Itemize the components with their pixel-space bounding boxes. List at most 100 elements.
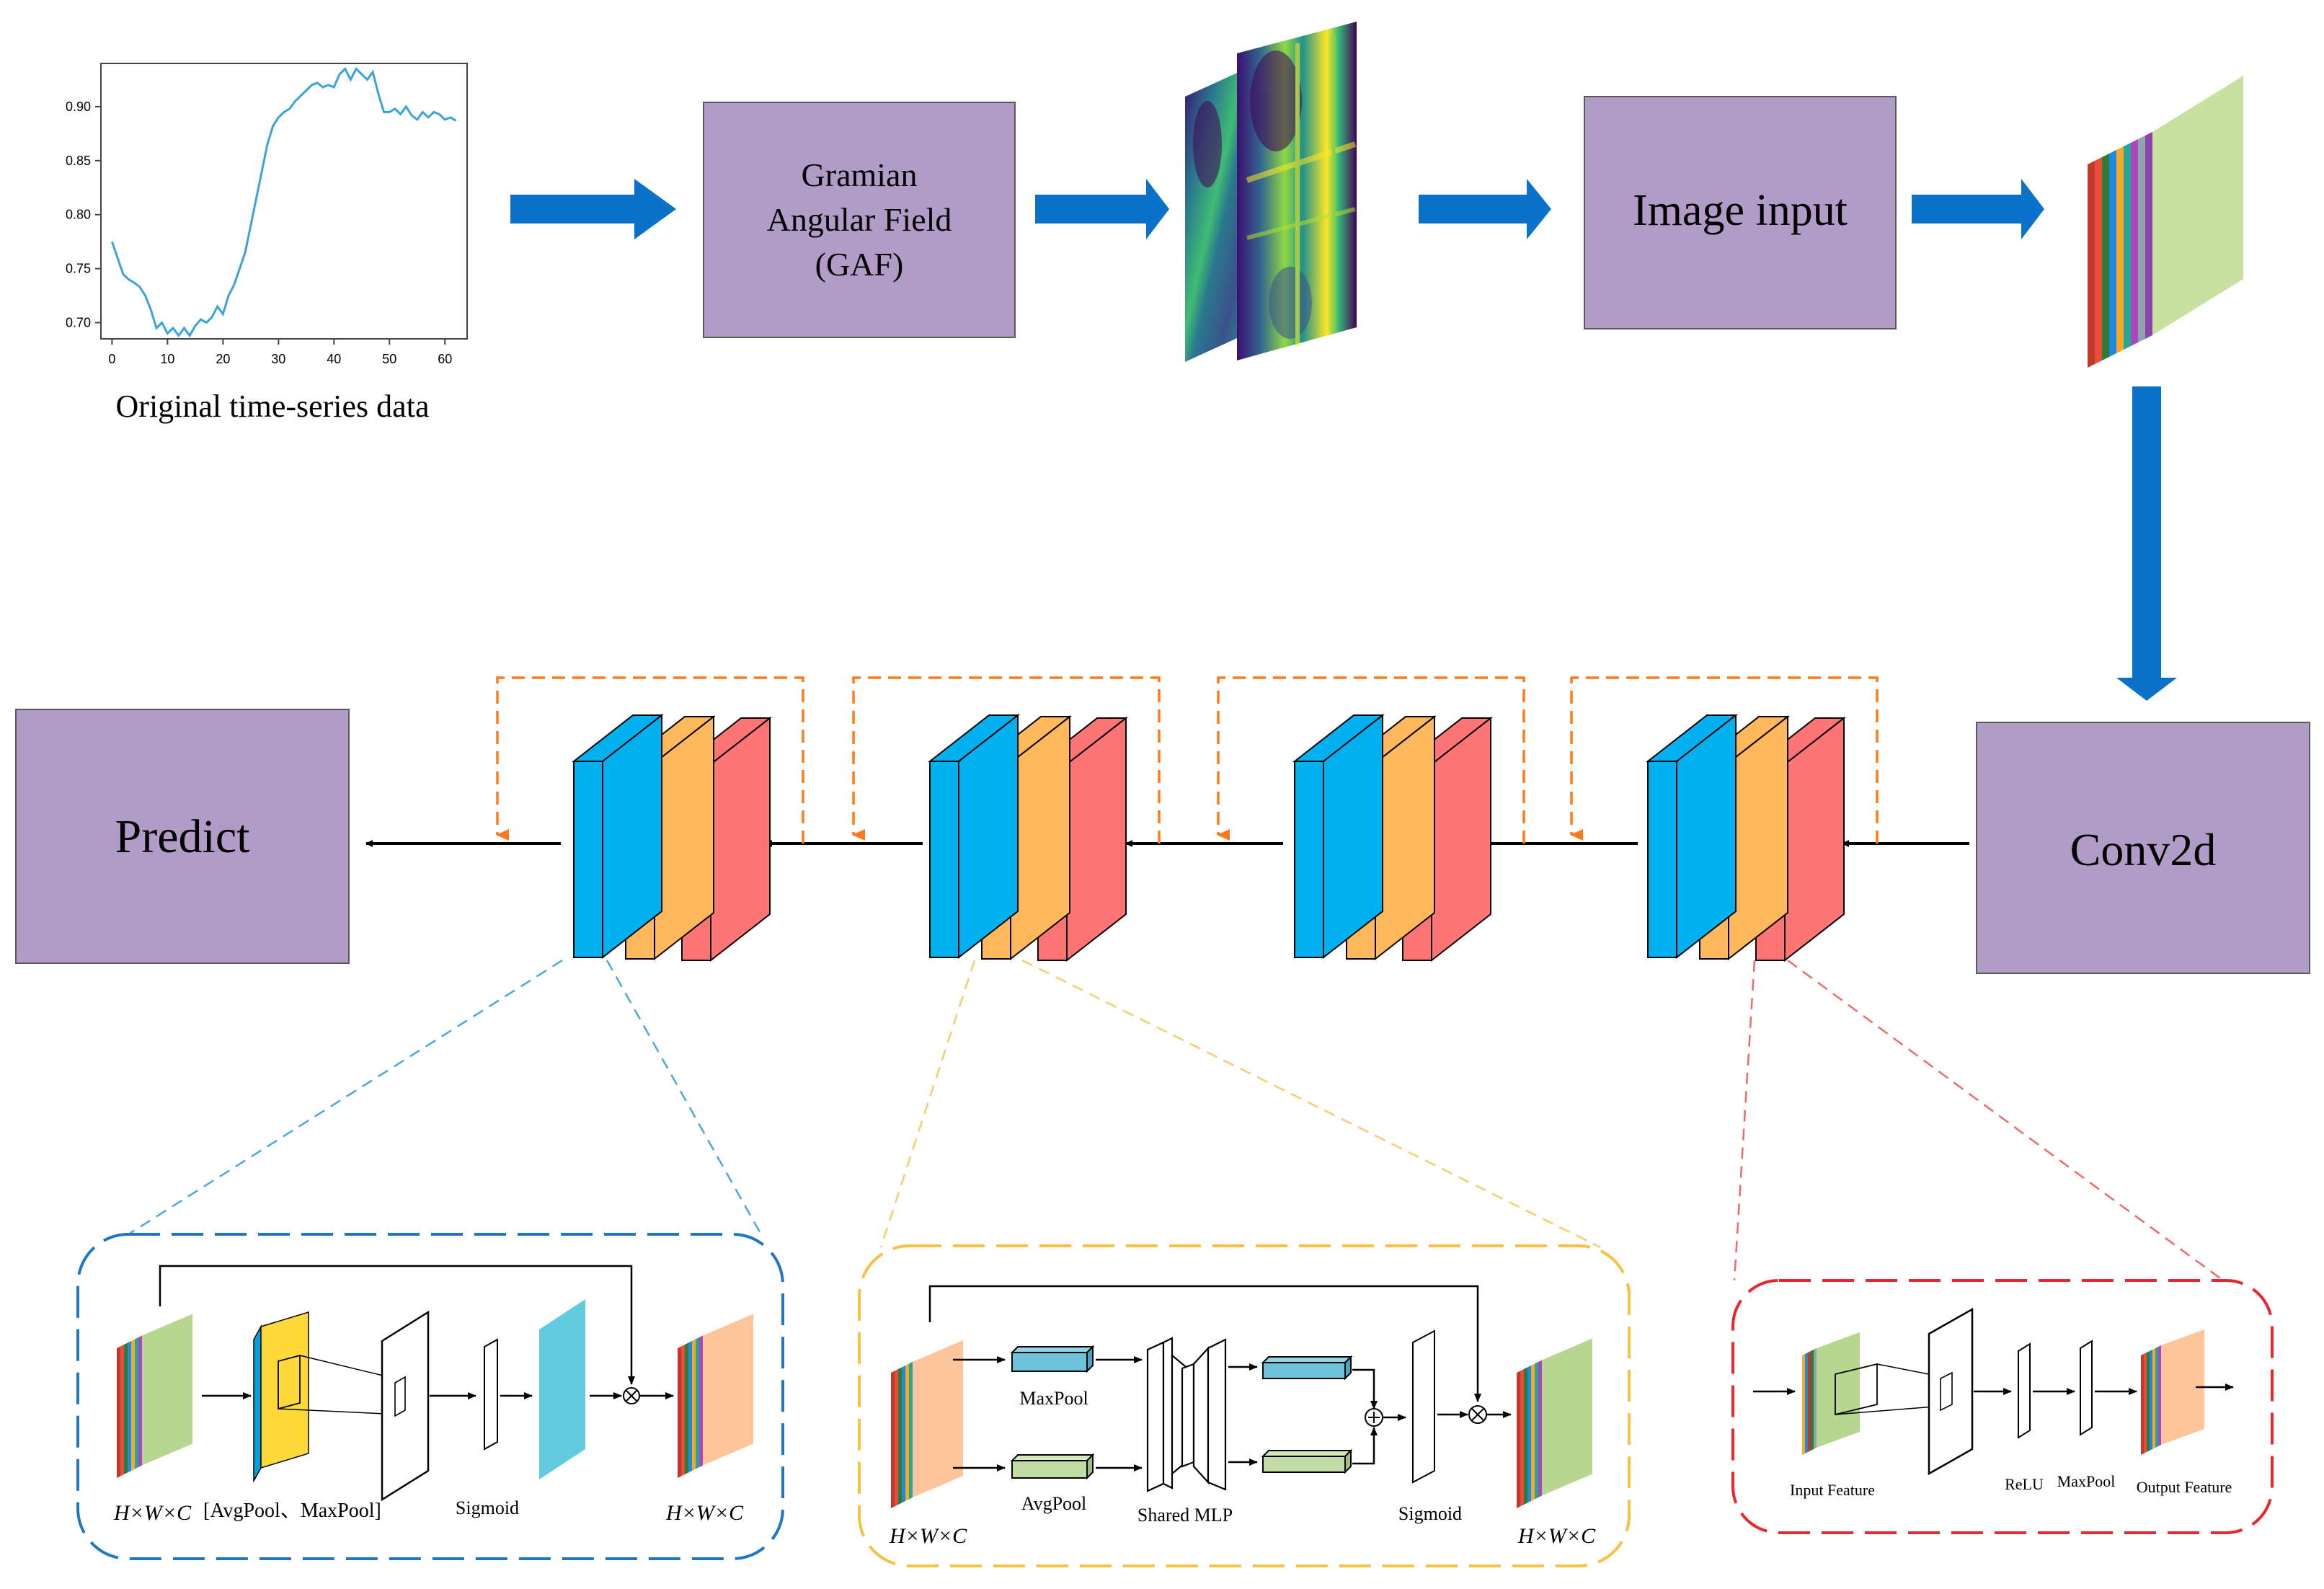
blue-layer-front: [1647, 761, 1677, 958]
feature-map-stack: [2088, 76, 2243, 368]
attention-block-1: [572, 713, 772, 962]
spatial-shared-mlp: [1146, 1337, 1227, 1492]
plot-x-tick-label: 40: [327, 352, 341, 366]
conv-panel-border: [1731, 1279, 2274, 1534]
conv-input-stack: [1802, 1332, 1860, 1455]
skip-connection-2: [852, 676, 1161, 844]
stack-layer: [124, 1342, 128, 1474]
stack-layer: [902, 1366, 905, 1503]
stack-layer: [891, 1371, 895, 1508]
flow-arrow-3: [1419, 179, 1551, 239]
stack-layer: [128, 1341, 131, 1473]
spatial-avgpool-label: AvgPool: [1021, 1493, 1087, 1514]
stack-layer: [2155, 1347, 2158, 1448]
stack-front: [703, 1314, 753, 1466]
spatial-dims-left: H×W×C: [889, 1524, 967, 1548]
stack-layer: [138, 1335, 142, 1467]
spatial-multiply-icon: [1468, 1405, 1487, 1424]
conv-output-label: Output Feature: [2137, 1478, 2232, 1496]
zoom-guides: [128, 959, 2224, 1282]
flow-arrow-2: [1035, 179, 1169, 239]
channel-dims-left: H×W×C: [113, 1501, 192, 1525]
stack-layer: [688, 1341, 692, 1473]
image-input-label: Image input: [1633, 186, 1848, 235]
spatial-max-out-bar: [1261, 1355, 1353, 1381]
stack-layer: [1535, 1362, 1538, 1500]
channel-multiply-icon: [623, 1387, 640, 1404]
plot-series-line: [110, 67, 457, 338]
zoom-guide-blue-right: [606, 960, 764, 1238]
stack-layer: [905, 1363, 909, 1501]
skip-connection-4: [1570, 676, 1879, 844]
blue-layer-front: [929, 761, 959, 958]
stack-layer: [1802, 1354, 1805, 1455]
zoom-guide-yellow-right: [1021, 959, 1601, 1249]
stack-front: [2152, 76, 2243, 335]
gaf-label-line-1: Gramian: [802, 156, 918, 193]
channel-attention-map: [539, 1299, 585, 1479]
conv-output-stack: [2141, 1329, 2204, 1455]
stack-layer: [1538, 1360, 1542, 1497]
spatial-output-stack: [1517, 1338, 1592, 1508]
stack-layer: [678, 1346, 681, 1478]
stack-front: [2161, 1329, 2204, 1445]
conv-plane: [1928, 1307, 1974, 1476]
stack-front: [913, 1340, 963, 1497]
flow-arrow-1: [510, 179, 676, 239]
stack-layer: [1805, 1353, 1808, 1453]
stack-front: [142, 1314, 192, 1466]
stack-layer: [1527, 1366, 1531, 1503]
conv-relu-label: ReLU: [2005, 1475, 2044, 1493]
conv2d-box: Conv2d: [1976, 722, 2310, 974]
spatial-arrow-avg-sum: [1352, 1427, 1378, 1465]
stack-layer: [131, 1339, 135, 1471]
spatial-arrow-max-sum: [1352, 1368, 1378, 1409]
plot-x-tick-label: 50: [382, 352, 396, 366]
stack-layer: [2147, 1351, 2150, 1452]
skip-connections: [496, 676, 1879, 844]
spatial-panel-border: [858, 1244, 1631, 1567]
stack-layer: [909, 1362, 913, 1500]
conv-maxpool-bar: [2080, 1340, 2093, 1436]
skip-connection-1: [496, 676, 804, 844]
stack-layer: [2141, 1354, 2144, 1455]
channel-sigmoid-label: Sigmoid: [456, 1497, 519, 1518]
stack-layer: [1814, 1348, 1817, 1449]
image-input-box: Image input: [1584, 96, 1897, 329]
stack-layer: [2095, 157, 2102, 364]
stack-front: [1542, 1338, 1592, 1496]
blue-layer-front: [573, 761, 603, 958]
spatial-avgpool-bar: [1010, 1453, 1095, 1480]
zoom-guide-red-left: [1733, 960, 1756, 1281]
flow-arrow-4: [1912, 179, 2044, 239]
spatial-sigmoid-label: Sigmoid: [1398, 1503, 1462, 1524]
spatial-avg-out-bar: [1261, 1448, 1353, 1474]
plot-x-tick-label: 30: [271, 352, 285, 366]
stack-layer: [2088, 161, 2095, 368]
stack-layer: [2145, 132, 2152, 339]
spatial-attention-panel: MaxPool AvgPool Shared MLP: [858, 1244, 1631, 1567]
spatial-dims-right: H×W×C: [1517, 1524, 1596, 1548]
plot-x-tick-label: 0: [108, 352, 115, 366]
plot-y-tick-label: 0.85: [66, 154, 91, 168]
stack-layer: [696, 1337, 699, 1469]
plot-x-tick-label: 60: [438, 352, 452, 366]
channel-skip-line: [159, 1265, 635, 1385]
attention-block-2: [928, 713, 1128, 962]
conv-relu-bar: [2018, 1342, 2031, 1439]
stack-layer: [2150, 1350, 2152, 1451]
spatial-maxpool-label: MaxPool: [1019, 1388, 1088, 1409]
plot-y-tick-label: 0.80: [66, 208, 91, 222]
stack-layer: [117, 1346, 120, 1478]
stack-layer: [2144, 1353, 2147, 1453]
conv2d-label: Conv2d: [2070, 824, 2217, 875]
gaf-image-stack: [1185, 22, 1357, 362]
stack-layer: [2152, 1348, 2155, 1449]
stack-layer: [898, 1367, 902, 1505]
channel-conv-plane: [381, 1310, 430, 1502]
predict-label: Predict: [115, 810, 250, 863]
stack-layer: [1811, 1350, 1814, 1451]
channel-attention-panel: H×W×C [AvgPool、MaxPool] Sigmoid H×W×C: [76, 1233, 784, 1560]
zoom-guide-blue-left: [128, 959, 563, 1236]
